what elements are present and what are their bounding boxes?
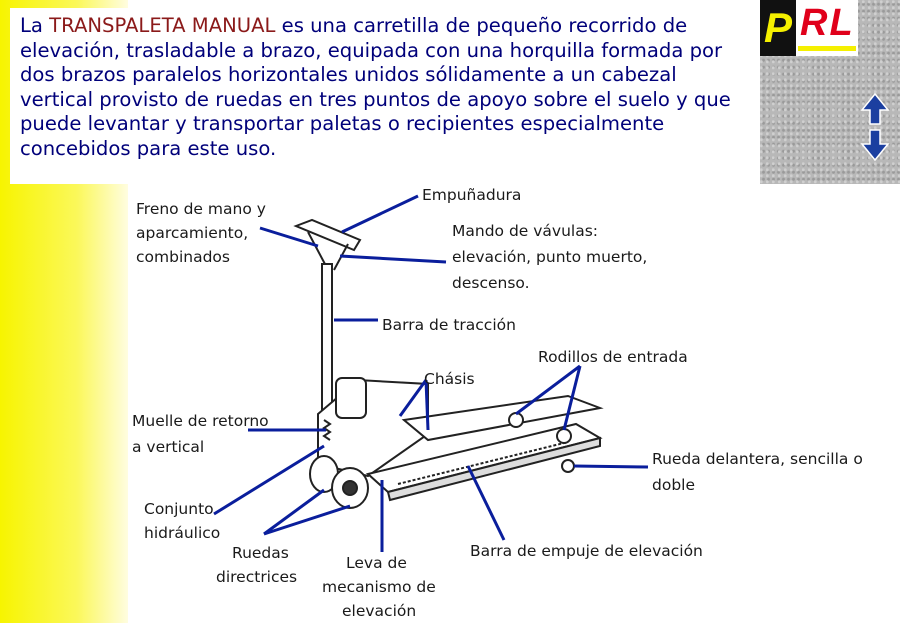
label-rueda-delantera-2: doble	[652, 476, 695, 494]
label-rueda-delantera-1: Rueda delantera, sencilla o	[652, 450, 863, 468]
intro-highlight: TRANSPALETA MANUAL	[49, 14, 276, 37]
front-wheel	[561, 459, 575, 473]
pointer-mando	[339, 254, 447, 264]
label-mando-1: Mando de vávulas:	[452, 222, 598, 240]
pointer-rodillos-2	[562, 365, 582, 431]
intro-after: es una carretilla de pequeño recorrido d…	[20, 14, 731, 160]
prl-logo[interactable]: P RL	[760, 0, 858, 56]
handle-grip	[293, 218, 362, 252]
label-barra-traccion: Barra de tracción	[382, 316, 516, 334]
label-freno-2: aparcamiento,	[136, 224, 248, 242]
label-rodillos: Rodillos de entrada	[538, 348, 688, 366]
pointer-chasis-1	[398, 379, 428, 417]
pointer-empunadura	[341, 194, 419, 234]
label-leva-3: elevación	[342, 602, 416, 620]
side-panel: P RL	[760, 0, 900, 184]
entry-roller-lower	[556, 428, 572, 444]
label-mando-2: elevación, punto muerto,	[452, 248, 647, 266]
label-leva-2: mecanismo de	[322, 578, 436, 596]
hydraulic-cylinder	[335, 377, 367, 419]
return-spring	[322, 419, 332, 441]
pointer-barra-empuje	[466, 465, 506, 541]
pointer-chasis-2	[424, 379, 430, 431]
intro-before: La	[20, 14, 50, 37]
label-leva-1: Leva de	[346, 554, 407, 572]
label-mando-3: descenso.	[452, 274, 530, 292]
entry-roller-upper	[508, 412, 524, 428]
label-muelle-1: Muelle de retorno	[132, 412, 269, 430]
pointer-freno	[259, 226, 319, 248]
steering-wheel-hub	[342, 480, 358, 496]
pointer-lines	[213, 194, 649, 552]
label-ruedas-dir-1: Ruedas	[232, 544, 289, 562]
logo-letters-rl: RL	[800, 2, 855, 44]
tow-bar	[321, 263, 333, 415]
label-barra-empuje: Barra de empuje de elevación	[470, 542, 703, 560]
label-ruedas-dir-2: directrices	[216, 568, 297, 586]
fork-upper	[401, 394, 604, 442]
pointer-rueda-delantera	[573, 464, 649, 469]
label-freno-3: combinados	[136, 248, 230, 266]
label-muelle-2: a vertical	[132, 438, 204, 456]
logo-underline	[798, 46, 856, 51]
up-down-arrows-icon[interactable]	[860, 92, 890, 162]
intro-text-box: La TRANSPALETA MANUAL es una carretilla …	[10, 8, 758, 184]
pointer-ruedas-dir-1	[263, 488, 325, 536]
label-chasis: Chásis	[424, 370, 475, 388]
diagram-labels: Freno de mano y aparcamiento, combinados…	[132, 186, 863, 620]
pallet-jack-diagram: Freno de mano y aparcamiento, combinados…	[132, 186, 863, 620]
pointer-ruedas-dir-2	[263, 504, 351, 536]
label-freno-1: Freno de mano y	[136, 200, 266, 218]
logo-letter-p: P	[760, 0, 796, 56]
label-conjunto-2: hidráulico	[144, 524, 220, 542]
intro-paragraph: La TRANSPALETA MANUAL es una carretilla …	[10, 8, 758, 161]
pointer-conjunto	[213, 444, 325, 516]
pallet-jack-drawing	[293, 218, 604, 509]
pointer-rodillos-1	[515, 364, 581, 416]
push-bar	[397, 441, 569, 485]
label-conjunto-1: Conjunto	[144, 500, 214, 518]
label-empunadura: Empuñadura	[422, 186, 521, 204]
fork-lower-underside	[386, 436, 601, 502]
